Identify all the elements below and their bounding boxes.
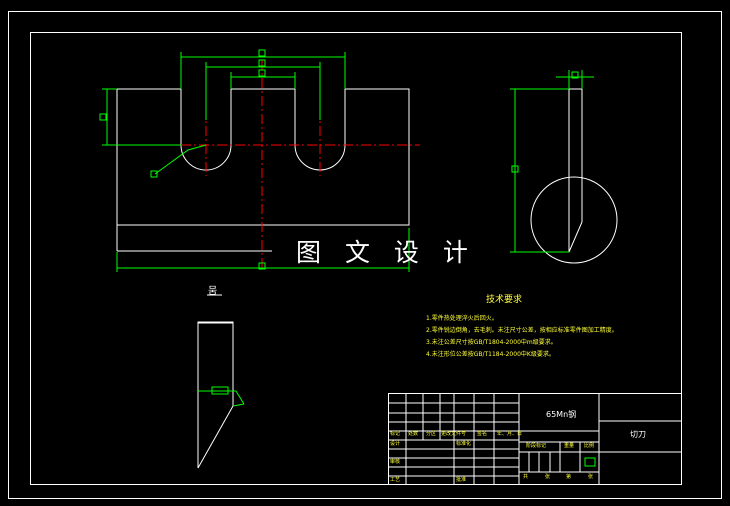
- section-view-dimensions: [198, 386, 245, 407]
- part-name-label: 切刀: [630, 430, 646, 439]
- tb-weight: 重量: [564, 443, 575, 449]
- tb-design: 设计: [390, 441, 401, 447]
- title-block-scale-box: [584, 457, 596, 467]
- section-label: 뭄: [208, 286, 218, 297]
- tb-sheet: 张: [545, 474, 551, 480]
- tb-standardization: 标准化: [456, 441, 472, 447]
- tb-change-doc: 更改文件号: [441, 431, 467, 437]
- technical-requirements-title: 技术要求: [486, 295, 523, 305]
- tb-sheet-no: 第: [566, 474, 572, 480]
- title-block: [388, 393, 682, 485]
- front-view-centerlines: [145, 60, 420, 270]
- tech-req-item-4: 4.未注形位公差按GB/T1184-2000中K级要求。: [426, 351, 555, 358]
- tb-sheet-2: 张: [588, 474, 594, 480]
- sheet-outer-border: [8, 11, 722, 499]
- tb-zone: 分区: [426, 431, 437, 437]
- tb-count: 处数: [408, 431, 419, 437]
- side-view: [530, 88, 618, 264]
- watermark-text: 图 文 设 计: [296, 238, 476, 267]
- material-label: 65Mn钢: [546, 410, 577, 419]
- tb-signature: 签名: [477, 431, 488, 437]
- tb-review: 审核: [390, 459, 401, 465]
- front-view-dimensions: [99, 49, 410, 272]
- tb-approve: 批准: [456, 477, 467, 483]
- sheet-inner-border: [30, 32, 682, 485]
- tb-process: 工艺: [390, 477, 401, 483]
- detail-circle: [530, 176, 618, 264]
- tb-date: 年、月、日: [497, 431, 523, 437]
- section-view: [197, 321, 234, 469]
- tb-stage-marking: 阶段标记: [526, 443, 547, 449]
- tb-sheets-total: 共: [523, 474, 529, 480]
- side-view-dimensions: [510, 70, 594, 253]
- blade-outline-with-slots: [116, 88, 410, 226]
- tb-marking: 标记: [390, 431, 401, 437]
- tech-req-item-2: 2.零件锐边倒角，去毛刺。未注尺寸公差，按相应标准零件图加工精度。: [426, 327, 618, 334]
- tech-req-item-3: 3.未注公差尺寸按GB/T1804-2000中m级要求。: [426, 339, 557, 346]
- tech-req-item-1: 1.零件热处理淬火后回火。: [426, 315, 498, 322]
- tb-scale: 比例: [584, 443, 595, 449]
